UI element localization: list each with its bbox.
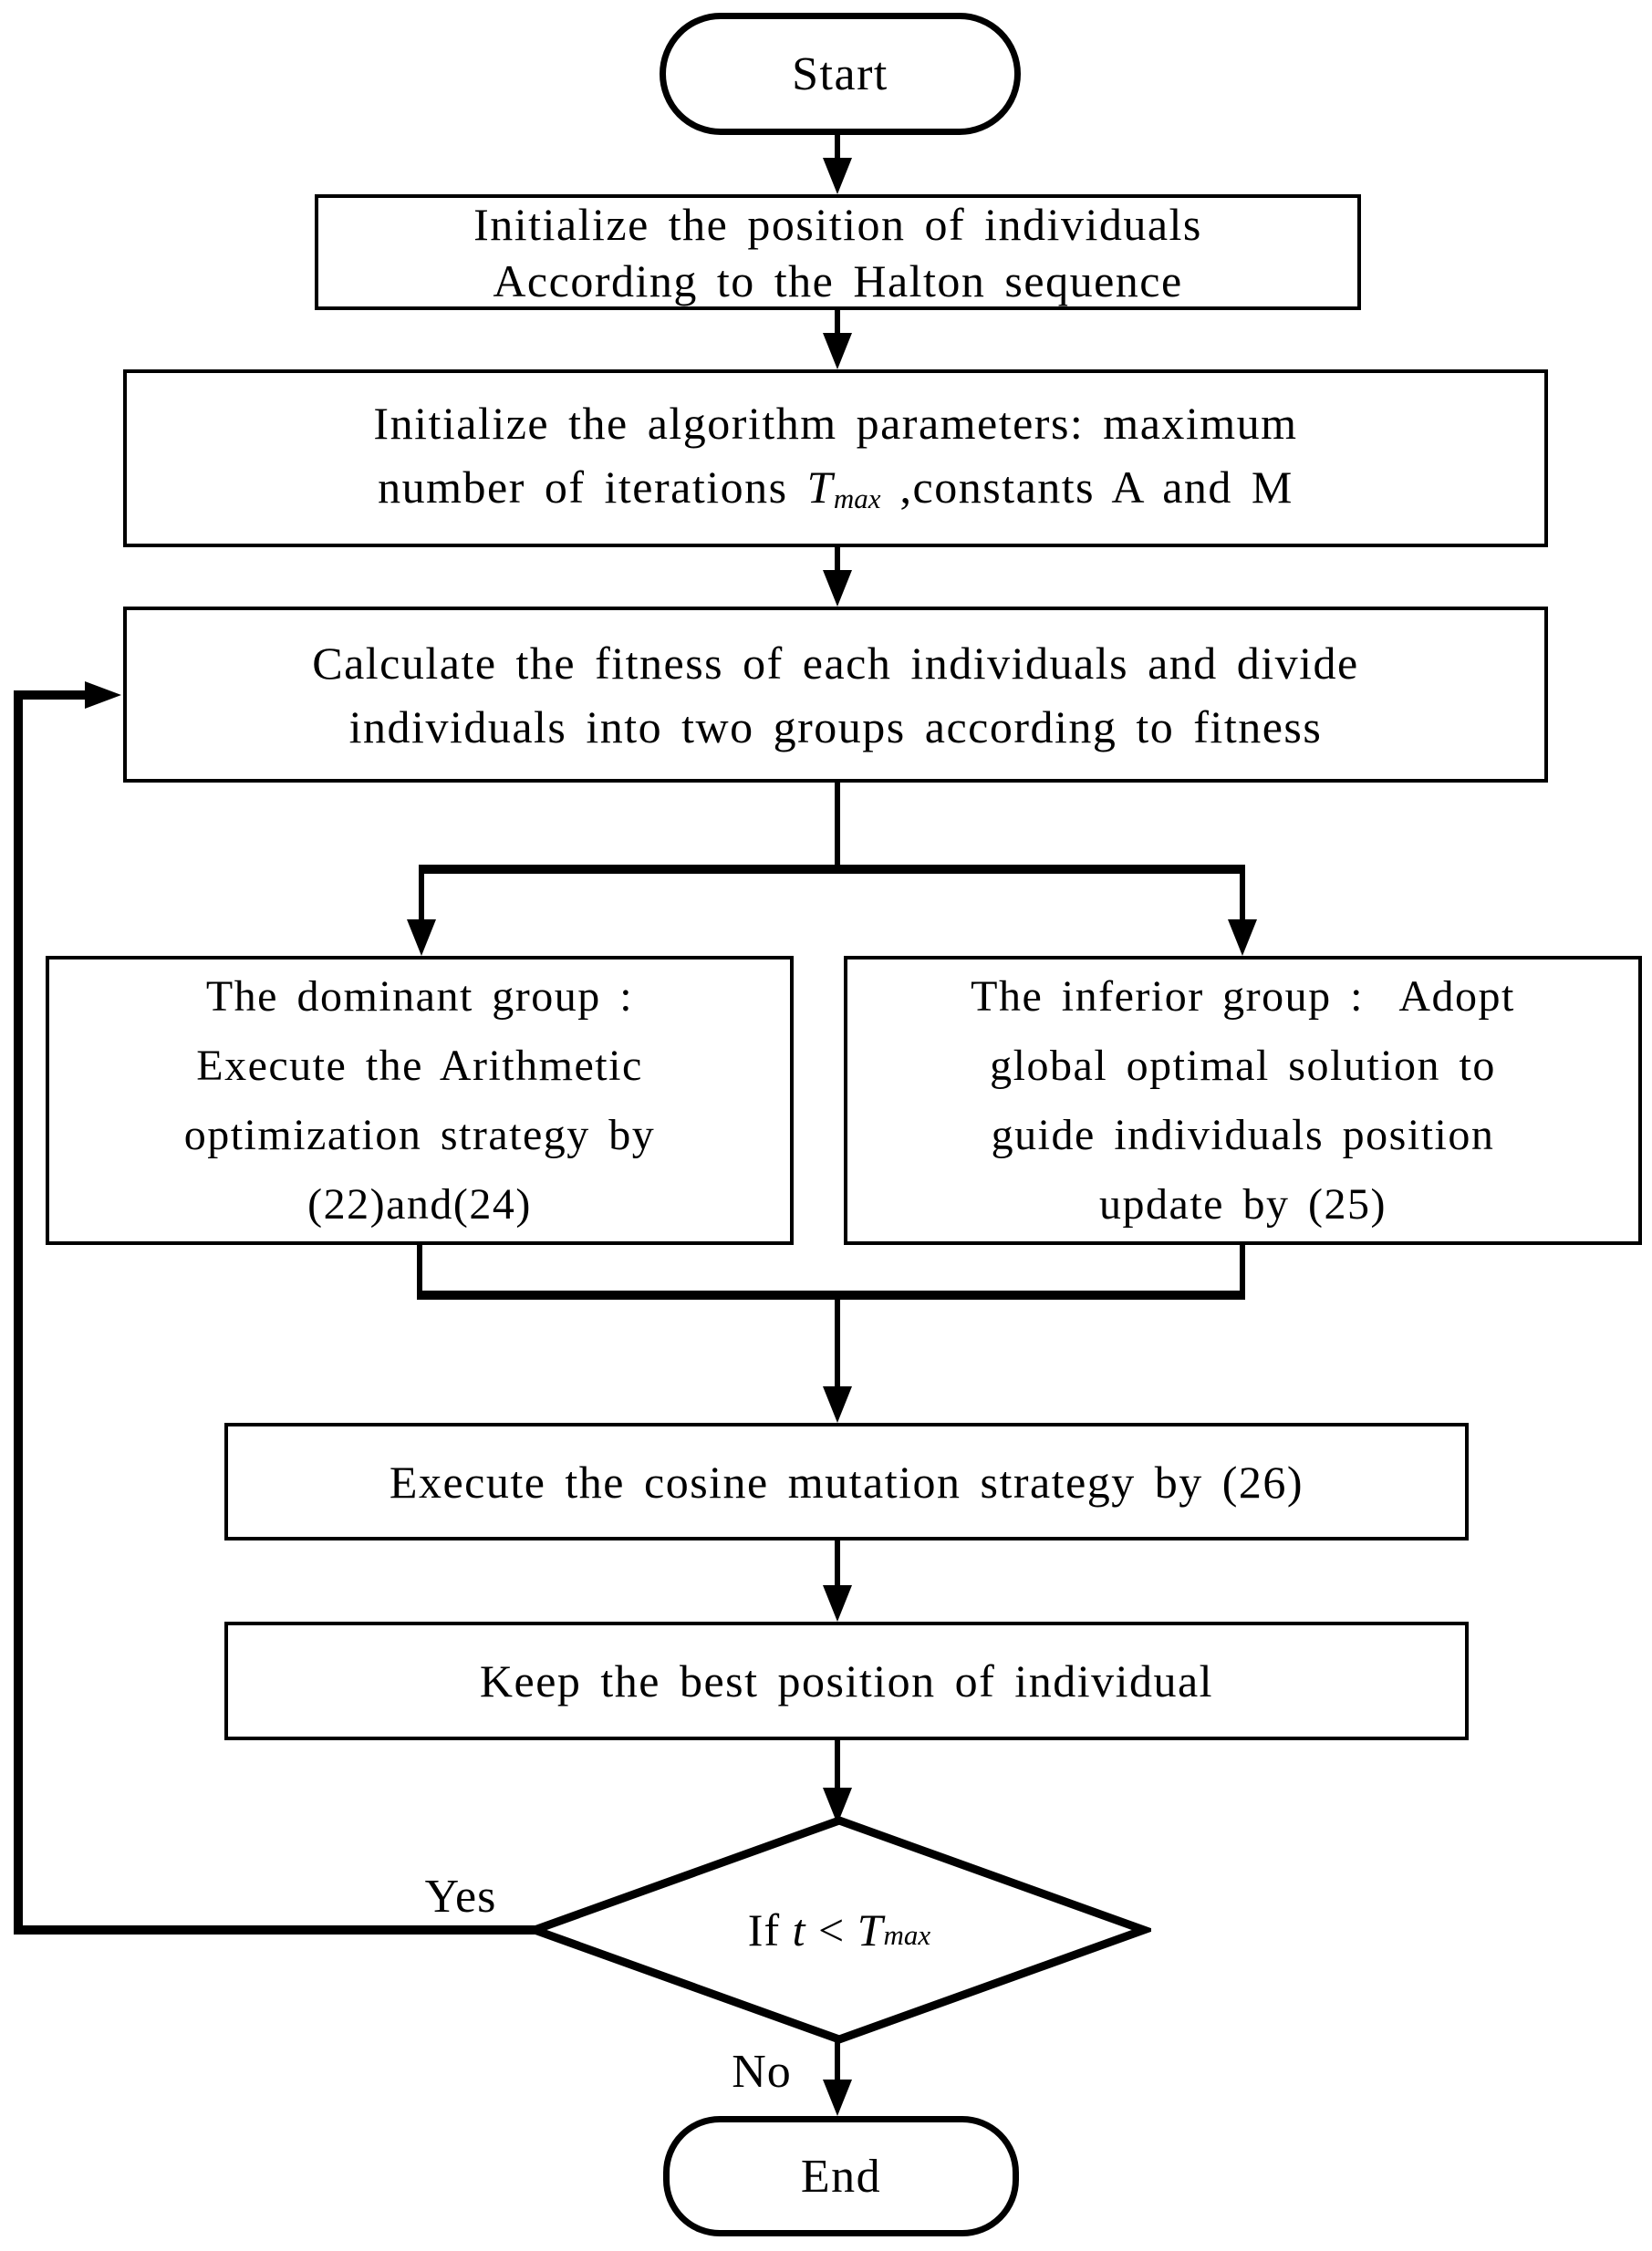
line-segment (14, 690, 23, 1935)
line-segment (835, 1539, 840, 1589)
init-position-line2: According to the Halton sequence (493, 254, 1183, 306)
tmax-subscript: max (833, 482, 881, 514)
arrowhead-down-icon (823, 570, 852, 607)
calc-fitness-box: Calculate the fitness of each individual… (123, 607, 1548, 783)
arrowhead-down-icon (823, 333, 852, 369)
dominant-group-box: The dominant group : Execute the Arithme… (46, 956, 794, 1245)
inferior-line1: The inferior group : Adopt (971, 971, 1515, 1021)
arrowhead-down-icon (823, 1386, 852, 1423)
line-segment (14, 1925, 540, 1935)
inferior-line3: guide individuals position (991, 1110, 1495, 1159)
line-segment (835, 1295, 840, 1388)
init-params-line2-pre: number of iterations (378, 462, 807, 513)
keep-best-label: Keep the best position of individual (479, 1655, 1214, 1706)
dominant-line4: (22)and(24) (307, 1179, 532, 1229)
end-node: End (663, 2116, 1019, 2236)
no-label: No (732, 2045, 792, 2098)
inferior-group-box: The inferior group : Adopt global optima… (844, 956, 1642, 1245)
arrowhead-down-icon (823, 2080, 852, 2116)
dominant-line3: optimization strategy by (183, 1110, 656, 1159)
line-segment (14, 690, 87, 700)
arrowhead-down-icon (1228, 919, 1257, 956)
line-segment (835, 545, 840, 575)
line-segment (419, 871, 424, 923)
tmax-symbol: T (857, 1904, 884, 1955)
line-segment (1240, 1243, 1245, 1295)
dominant-line1: The dominant group : (205, 971, 634, 1021)
init-position-line1: Initialize the position of individuals (473, 198, 1202, 250)
inferior-line4: update by (25) (1099, 1179, 1387, 1229)
inferior-line2: global optimal solution to (990, 1041, 1496, 1090)
end-label: End (800, 2150, 882, 2203)
line-segment (835, 2039, 840, 2083)
decision-operator: < (805, 1904, 857, 1955)
arrowhead-right-icon (85, 681, 121, 709)
init-params-line1: Initialize the algorithm parameters: max… (373, 398, 1298, 449)
init-params-line2-post: ,constants A and M (880, 462, 1294, 513)
line-segment (1240, 871, 1245, 923)
yes-label: Yes (424, 1870, 497, 1923)
calc-fitness-line2: individuals into two groups according to… (348, 700, 1323, 752)
tmax-symbol: T (806, 462, 834, 513)
arrowhead-down-icon (407, 919, 436, 956)
line-segment (835, 133, 840, 162)
init-params-box: Initialize the algorithm parameters: max… (123, 369, 1548, 547)
init-params-line2: number of iterations Tmax ,constants A a… (378, 455, 1294, 525)
arrowhead-down-icon (823, 1585, 852, 1622)
start-node: Start (660, 13, 1021, 135)
t-symbol: t (792, 1904, 806, 1955)
arrowhead-down-icon (823, 158, 852, 194)
line-segment (417, 1291, 1245, 1300)
line-segment (835, 1738, 840, 1791)
line-segment (419, 865, 1245, 874)
line-segment (835, 308, 840, 337)
decision-pre: If (747, 1904, 793, 1955)
line-segment (417, 1243, 422, 1295)
cosine-mutation-box: Execute the cosine mutation strategy by … (224, 1423, 1469, 1540)
tmax-subscript: max (883, 1918, 931, 1951)
keep-best-box: Keep the best position of individual (224, 1622, 1469, 1740)
dominant-line2: Execute the Arithmetic (196, 1041, 643, 1090)
calc-fitness-line1: Calculate the fitness of each individual… (312, 637, 1359, 689)
cosine-mutation-label: Execute the cosine mutation strategy by … (389, 1456, 1304, 1508)
start-label: Start (792, 47, 888, 100)
line-segment (835, 781, 840, 868)
init-position-box: Initialize the position of individuals A… (315, 194, 1361, 310)
